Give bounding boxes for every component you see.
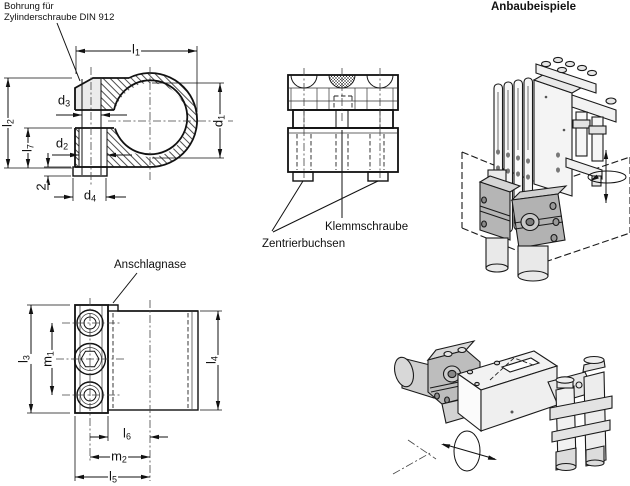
front-view <box>271 68 399 233</box>
bore-note-line2: Zylinderschraube DIN 912 <box>4 12 115 23</box>
bushing-leaders <box>271 180 379 233</box>
washer <box>73 167 107 176</box>
dim-l2: l2 <box>0 118 16 128</box>
stop-lug-step <box>108 304 198 312</box>
clamp-bore-outline <box>113 79 189 156</box>
dim-m1: m1 <box>39 350 56 368</box>
mounting-example-horizontal <box>392 340 613 475</box>
examples-title: Anbaubeispiele <box>491 1 576 13</box>
dim-l7: l7 <box>19 143 36 153</box>
gripper-body <box>533 79 573 197</box>
side-bracket <box>565 94 617 187</box>
section-view <box>4 22 233 201</box>
stub-cylinder <box>393 356 435 399</box>
dim-washer-2: 2 <box>33 182 49 192</box>
clamp-screw-head-arc <box>328 74 356 89</box>
dim-l3: l3 <box>15 354 32 364</box>
arm-body <box>456 350 559 433</box>
washer-outline <box>72 166 108 177</box>
bolt-stack <box>547 355 613 472</box>
dim-l4: l4 <box>203 355 220 365</box>
clamp-left <box>478 169 522 273</box>
dim-l6: l6 <box>122 425 132 442</box>
top-bolts <box>535 56 598 94</box>
dim-m2: m2 <box>110 448 128 465</box>
sleeve-cylinder <box>107 310 199 411</box>
lower-jaw-hatch-left <box>75 128 79 167</box>
label-anschlagnase: Anschlagnase <box>114 259 187 271</box>
clamp-right <box>510 185 568 282</box>
mounting-example-vertical <box>461 56 630 282</box>
bore-note-leader <box>56 22 81 82</box>
label-zentrierbuchsen: Zentrierbuchsen <box>262 238 346 250</box>
centering-bushing-left <box>292 171 314 182</box>
upper-jaw-outline <box>74 77 129 111</box>
label-klemmschraube: Klemmschraube <box>325 221 409 233</box>
dim-d2: d2 <box>54 135 70 152</box>
base-section <box>287 127 399 173</box>
rotation-arrows-bottom <box>440 430 498 472</box>
clamp-ring-outline <box>128 72 198 168</box>
neck-section <box>292 109 394 129</box>
rotation-arrows-top <box>587 150 627 203</box>
dim-d4: d4 <box>82 187 98 204</box>
dim-l1: l1 <box>131 41 141 58</box>
upper-jaw-chamfer <box>75 78 101 110</box>
dim-d1: d1 <box>210 113 227 129</box>
dim-l5: l5 <box>108 468 118 485</box>
bore-note-line1: Bohrung für <box>4 1 54 12</box>
stop-lug-leader <box>112 272 138 304</box>
centering-bushing-right <box>367 171 389 182</box>
dim-d3: d3 <box>56 92 72 109</box>
axis-lines <box>392 439 437 475</box>
